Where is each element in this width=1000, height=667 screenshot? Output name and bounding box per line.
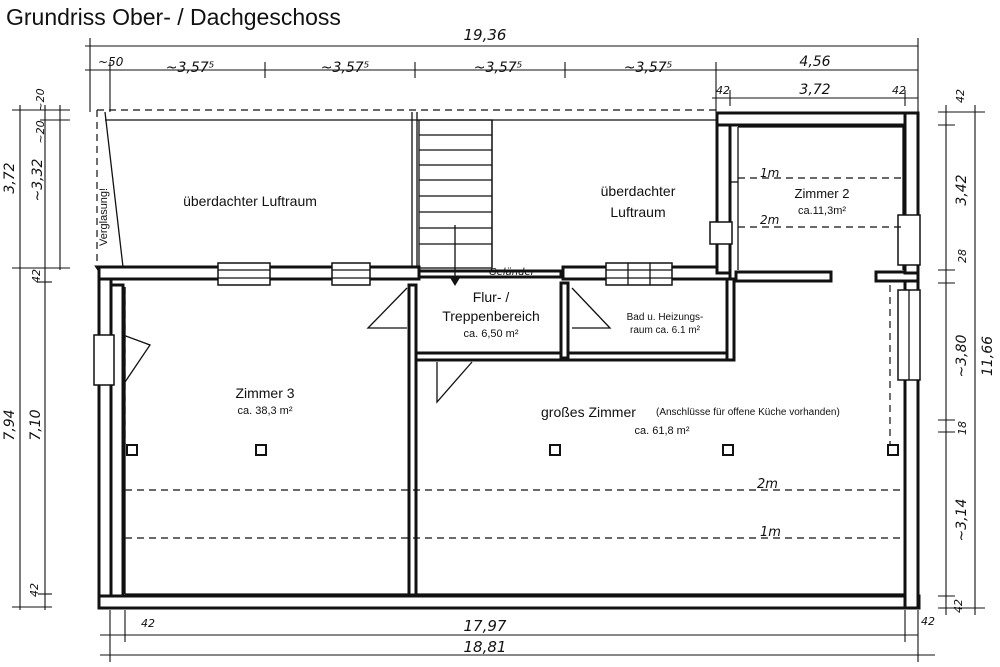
zimmer2-left-wall <box>715 111 732 275</box>
label-luftraum-left: überdachter Luftraum <box>183 193 317 209</box>
dim-bottom-42-left: 42 <box>141 617 155 630</box>
bottom-outer-wall <box>97 594 921 610</box>
label-verglasung: Verglasung! <box>98 188 110 246</box>
dim-top-456: 4,56 <box>799 54 830 70</box>
label-zimmer2-area: ca.11,3m² <box>798 205 846 217</box>
pillars <box>126 444 899 456</box>
pillar-4 <box>722 444 734 456</box>
label-flur-area: ca. 6,50 m² <box>463 328 518 340</box>
dim-top-seg-2: ~3,57⁵ <box>321 60 370 76</box>
label-luftraum-right-2: Luftraum <box>610 204 665 220</box>
dimensions-top: 19,36 ~50 ~3,57⁵ ~3,57⁵ ~3,57⁵ ~3,57⁵ 4,… <box>85 26 919 112</box>
window-left <box>93 334 115 386</box>
flur-bottom-wall <box>414 351 571 362</box>
label-gelaender: Geländer <box>489 267 536 278</box>
doors <box>122 181 738 404</box>
pillar-2 <box>255 444 267 456</box>
dim-right-42-bottom: 42 <box>952 599 965 613</box>
plan-title: Grundriss Ober- / Dachgeschoss <box>6 4 341 30</box>
label-bad-1: Bad u. Heizungs- <box>627 312 704 323</box>
left-outer-wall <box>97 265 113 609</box>
dim-bottom-1881: 18,81 <box>464 638 507 656</box>
pillar-1 <box>126 444 138 456</box>
dim-bottom-1797: 17,97 <box>464 617 507 635</box>
label-zimmer2-2m: 2m <box>760 213 779 227</box>
label-zimmer2: Zimmer 2 <box>795 186 850 201</box>
dim-top-50: ~50 <box>98 55 124 69</box>
dim-left-20-a: ~20 <box>34 88 47 111</box>
window-2 <box>331 262 371 286</box>
height-lines <box>124 177 905 539</box>
glazing-diagonal <box>104 111 124 268</box>
stair-arrow-icon <box>449 276 461 286</box>
window-3 <box>605 262 673 286</box>
gelaender-rail <box>417 269 563 279</box>
dim-right-18: 18 <box>956 421 969 435</box>
flur-right-wall <box>559 281 570 360</box>
pillar-3 <box>549 444 561 456</box>
pillar-5 <box>887 444 899 456</box>
windows <box>93 214 921 386</box>
label-height-1m: 1m <box>760 525 781 540</box>
staircase <box>418 119 493 286</box>
label-bad-2: raum ca. 6.1 m² <box>630 325 701 336</box>
bad-bottom-wall <box>566 351 736 362</box>
dim-top-42-left: 42 <box>716 84 730 97</box>
label-gross-area: ca. 61,8 m² <box>634 425 689 437</box>
dim-top-seg-1: ~3,57⁵ <box>166 60 215 76</box>
dim-left-42-top: 42 <box>30 269 43 283</box>
wall-zimmer2-bottom <box>734 270 833 283</box>
label-zimmer2-1m: 1m <box>760 166 779 180</box>
dim-left-710: 7,10 <box>28 409 44 440</box>
dim-left-372: 3,72 <box>2 162 18 193</box>
dim-top-42-right: 42 <box>892 84 906 97</box>
dim-right-380: ~3,80 <box>954 334 970 377</box>
dim-left-42-bottom: 42 <box>28 583 41 597</box>
dim-left-20-b: ~20 <box>34 120 47 143</box>
label-zimmer3-area: ca. 38,3 m² <box>237 405 292 417</box>
window-1 <box>217 262 271 286</box>
door-swing-bad <box>571 287 612 329</box>
dim-top-seg-4: ~3,57⁵ <box>624 60 673 76</box>
window-4 <box>709 221 733 245</box>
label-gross: großes Zimmer <box>541 404 636 420</box>
dimensions-right: 42 3,42 28 ~3,80 11,66 18 ~3,14 42 <box>938 89 996 615</box>
label-flur-2: Treppenbereich <box>442 308 540 324</box>
window-5 <box>897 214 921 266</box>
door-swing-zimmer3 <box>366 287 408 329</box>
label-height-2m: 2m <box>757 477 778 492</box>
dim-left-332: ~3,32 <box>30 158 46 201</box>
dim-top-372: 3,72 <box>799 82 830 98</box>
dim-right-342: 3,42 <box>954 174 970 205</box>
dimensions-bottom: 42 17,97 18,81 42 <box>100 610 935 662</box>
dim-right-42-top: 42 <box>954 89 967 103</box>
dimensions-left: 3,72 ~20 ~20 ~3,32 42 7,94 7,10 42 <box>2 88 70 610</box>
door-swing-zimmer3-window <box>122 334 152 386</box>
label-zimmer3: Zimmer 3 <box>235 385 294 401</box>
outer-wall <box>94 265 421 600</box>
partition-zimmer3 <box>407 283 418 597</box>
bad-right-wall <box>725 277 736 362</box>
label-gross-note: (Anschlüsse für offene Küche vorhanden) <box>656 407 840 418</box>
dim-right-314: ~3,14 <box>954 499 970 542</box>
door-swing-gross <box>436 361 473 404</box>
dim-top-seg-3: ~3,57⁵ <box>474 60 523 76</box>
wall-zimmer2-bottom-right <box>874 270 920 283</box>
room-labels: überdachter Luftraum überdachter Luftrau… <box>98 166 849 540</box>
zimmer2-top-wall <box>715 111 920 127</box>
label-flur-1: Flur- / <box>473 289 510 305</box>
dim-left-794: 7,94 <box>2 409 18 440</box>
dim-right-28: 28 <box>956 249 969 263</box>
label-luftraum-right-1: überdachter <box>601 183 676 199</box>
dim-right-1166: 11,66 <box>980 336 996 376</box>
dim-bottom-42-right: 42 <box>921 615 935 628</box>
dim-top-total: 19,36 <box>464 26 507 44</box>
